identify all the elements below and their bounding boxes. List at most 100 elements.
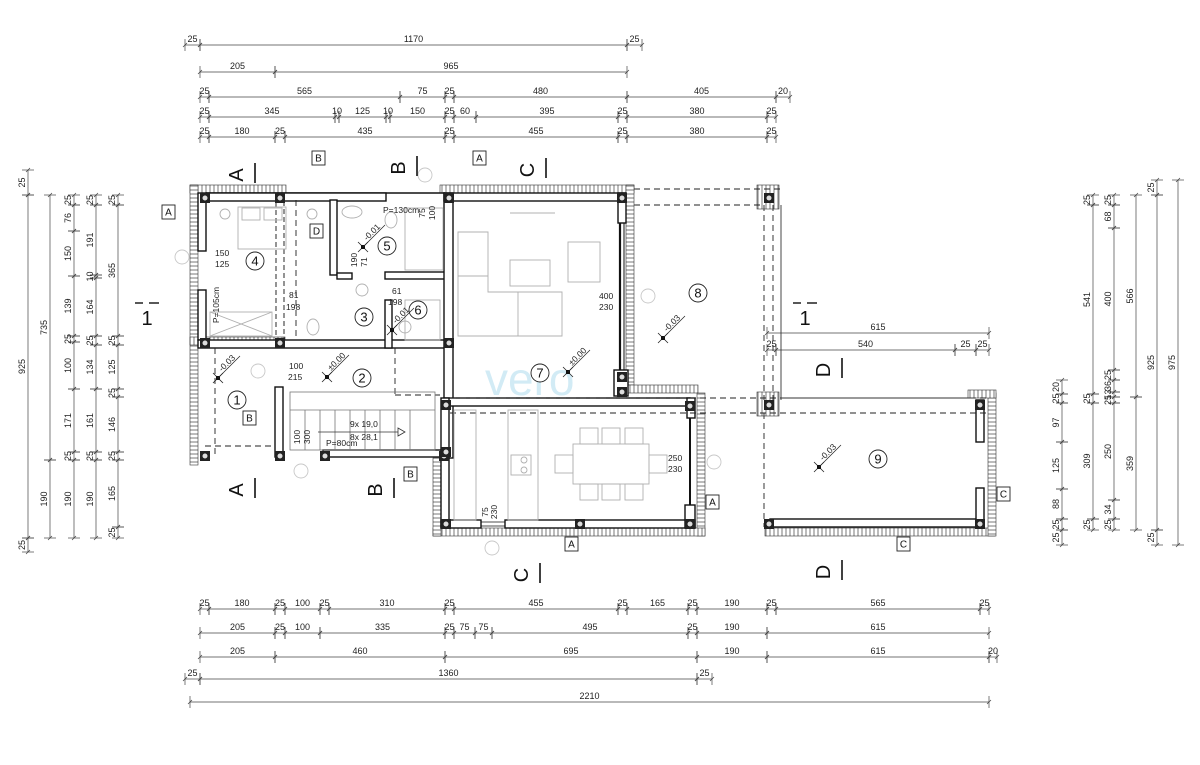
shower — [404, 207, 444, 271]
dimension-value: 150 — [63, 246, 73, 261]
dimension-segment: 164 — [85, 275, 102, 339]
dimension-value: 359 — [1125, 456, 1135, 471]
dimension-value: 25 — [977, 339, 987, 349]
annotation-text: 215 — [288, 372, 302, 382]
dining-table — [572, 443, 650, 485]
annotation-text: 125 — [215, 259, 229, 269]
dimension-segment: 540 — [773, 339, 958, 356]
annotation-text: 230 — [599, 302, 613, 312]
dimension-segment: 460 — [272, 646, 448, 663]
dimension-value: 25 — [444, 598, 454, 608]
dimension-value: 190 — [85, 491, 95, 506]
dimension-value: 25 — [1103, 395, 1113, 405]
svg-text:B: B — [246, 414, 253, 425]
room-number: 2 — [358, 371, 365, 386]
dimension-segment: 76 — [63, 202, 80, 234]
annotation-text: 75 — [480, 507, 490, 517]
dimension-value: 615 — [870, 622, 885, 632]
dimension-segment: 566 — [1125, 192, 1142, 400]
dimension-value: 180 — [234, 126, 249, 136]
section-marker-A: A — [226, 163, 256, 183]
dimension-segment: 150 — [63, 228, 80, 279]
dimension-value: 190 — [724, 646, 739, 656]
dimension-segment: 400 — [1103, 225, 1120, 373]
dimension-segment: 100 — [63, 339, 80, 392]
dimension-segment: 2210 — [187, 691, 992, 708]
dimension-value: 965 — [443, 61, 458, 71]
dimension-value: 10 — [383, 106, 393, 116]
callout-tag-A: A — [161, 204, 176, 220]
dimension-segment: 615 — [764, 322, 992, 339]
dimension-value: 25 — [1082, 195, 1092, 205]
kitchen-counter — [453, 409, 477, 521]
dimension-value: 25 — [63, 195, 73, 205]
dimension-value: 615 — [870, 322, 885, 332]
dimension-segment: 88 — [1051, 486, 1068, 522]
dimension-value: 25 — [617, 106, 627, 116]
annotation-text: 190 — [349, 253, 359, 267]
dimension-segment: 615 — [764, 622, 992, 639]
dimension-value: 25 — [1082, 393, 1092, 403]
dimension-segment: 190 — [694, 622, 770, 639]
dimension-segment: 10 — [85, 271, 102, 282]
room-number-circle — [688, 283, 708, 303]
dimension-value: 180 — [234, 598, 249, 608]
dimension-segment: 335 — [317, 622, 448, 639]
dimension-value: 25 — [699, 668, 709, 678]
dimension-value: 460 — [352, 646, 367, 656]
dimension-segment: 25 — [107, 524, 124, 541]
dimension-value: 455 — [528, 126, 543, 136]
dimension-segment: 10 — [383, 106, 393, 123]
dimension-segment: 34 — [1103, 497, 1120, 522]
dimension-segment: 25 — [694, 668, 715, 685]
annotation-text: 9x 19,0 — [350, 419, 378, 429]
dimension-segment: 25 — [1103, 394, 1120, 406]
dimension-segment: 190 — [694, 646, 770, 663]
toilet — [384, 211, 398, 229]
dimension-value: 25 — [187, 668, 197, 678]
room-4: 4 — [245, 251, 265, 271]
dimension-value: 25 — [319, 598, 329, 608]
dimension-segment: 134 — [85, 342, 102, 392]
svg-text:D: D — [313, 227, 320, 238]
dimension-value: 76 — [63, 213, 73, 223]
dimension-value: 25 — [17, 540, 27, 550]
annotation-text: 100 — [292, 430, 302, 444]
svg-text:A: A — [568, 540, 575, 551]
dimension-value: 191 — [85, 232, 95, 247]
room-number: 3 — [360, 310, 367, 325]
watermark: vero — [485, 353, 574, 405]
annotation-text: 150 — [215, 248, 229, 258]
dimension-segment: 75 — [397, 86, 448, 103]
dimension-value: 97 — [1051, 417, 1061, 427]
dimension-segment: 405 — [624, 86, 779, 103]
dimension-value: 566 — [1125, 288, 1135, 303]
dimension-value: 165 — [650, 598, 665, 608]
svg-text:C: C — [511, 568, 533, 582]
room-number: 8 — [694, 286, 701, 301]
dimension-segment: 435 — [282, 126, 448, 143]
dimension-segment: 190 — [694, 598, 770, 615]
dimension-value: 25 — [63, 451, 73, 461]
dimension-value: 75 — [459, 622, 469, 632]
dimension-value: 25 — [63, 334, 73, 344]
section-marker-B: B — [388, 156, 418, 176]
dimension-value: 25 — [1082, 519, 1092, 529]
dimension-value: 541 — [1082, 292, 1092, 307]
dimension-segment: 205 — [197, 622, 278, 639]
dimension-segment: 25 — [63, 333, 80, 345]
dimension-value: 25 — [444, 86, 454, 96]
dimension-value: 309 — [1082, 453, 1092, 468]
dimension-segment: 100 — [282, 622, 323, 639]
room-8: 8-0.03 — [657, 283, 708, 344]
annotation-text: 198 — [286, 302, 300, 312]
dimension-segment: 455 — [451, 598, 621, 615]
dimension-segment: 310 — [326, 598, 448, 615]
dimension-value: 2210 — [579, 691, 599, 701]
dimension-value: 345 — [264, 106, 279, 116]
level-marker: ±0.00 — [321, 350, 350, 383]
room-number-circle — [868, 449, 888, 469]
bathtub-sink — [341, 205, 363, 219]
